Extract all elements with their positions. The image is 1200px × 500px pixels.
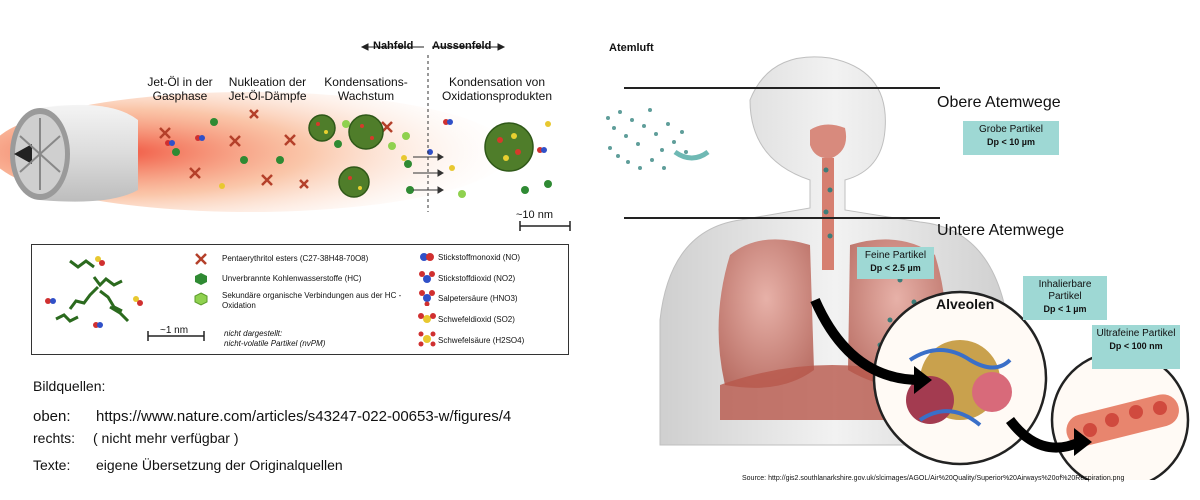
scale-bar-10nm	[519, 221, 571, 231]
feine-partikel-size: Dp < 2.5 µm	[870, 263, 921, 273]
hc-icon	[195, 273, 207, 285]
legend-no: Stickstoffmonoxid (NO)	[438, 253, 521, 262]
stage-label-nukleation: Nukleation der Jet-Öl-Dämpfe	[228, 75, 307, 103]
inhalierbare-partikel-box: Inhalierbare Partikel Dp < 1 µm	[1023, 276, 1107, 320]
soa-icon	[194, 292, 208, 306]
inhalierbare-partikel-size: Dp < 1 µm	[1043, 304, 1087, 314]
credits-oben-link[interactable]: https://www.nature.com/articles/s43247-0…	[96, 408, 512, 425]
untere-atemwege-label: Untere Atemwege	[937, 222, 1065, 239]
credits-texte-value: eigene Übersetzung der Originalquellen	[96, 457, 343, 473]
ultrafeine-partikel-box: Ultrafeine Partikel Dp < 100 nm	[1092, 325, 1180, 369]
trachea	[822, 158, 834, 270]
aussenfeld-label: Aussenfeld	[432, 40, 492, 52]
legend-so2: Schwefeldioxid (SO2)	[438, 315, 515, 324]
inhaled-particles	[606, 108, 688, 170]
molecule-particles	[159, 109, 552, 198]
particle-aggregates	[308, 114, 534, 198]
stage-label-gasphase: Jet-Öl in der Gasphase	[147, 75, 213, 103]
arrow-to-alveoli	[810, 297, 921, 385]
no2-icon	[419, 271, 435, 283]
legend-note-line2: nicht-volatile Partikel (nvPM)	[224, 339, 326, 348]
legend-box: ~1 nm nicht dargestellt: nicht-volatile …	[31, 244, 569, 355]
feine-partikel-label: Feine Partikel	[864, 250, 927, 261]
legend-ester: Pentaerythritol esters (C27-38H48-70O8)	[222, 254, 369, 263]
stage-label-wachstum: Kondensations-Wachstum	[324, 75, 408, 103]
credits-rechts-label: rechts:	[33, 430, 76, 446]
scale-bar-1nm	[147, 331, 205, 341]
nahfeld-label: Nahfeld	[373, 40, 414, 52]
left-lung	[718, 239, 814, 388]
scale-label-1nm: ~1 nm	[160, 325, 189, 336]
capillary-vessel	[1066, 394, 1179, 447]
h2so4-icon	[418, 331, 436, 347]
source-caption: Source: http://gis2.southlanarkshire.gov…	[742, 475, 1125, 482]
no-icon	[420, 253, 434, 261]
feine-partikel-box: Feine Partikel Dp < 2.5 µm	[857, 247, 934, 279]
legend-note-line1: nicht dargestellt:	[224, 329, 283, 338]
legend-no2: Stickstoffdioxid (NO2)	[438, 274, 516, 283]
process-arrows	[413, 153, 444, 194]
credits-texte-label: Texte:	[33, 457, 71, 473]
legend-hc: Unverbrannte Kohlenwasserstoffe (HC)	[222, 274, 362, 283]
airway-cavity	[810, 124, 847, 159]
grobe-partikel-size: Dp < 10 µm	[987, 137, 1035, 147]
engine-nacelle	[10, 104, 138, 202]
stage-label-oxidation: Kondensation von Oxidationsprodukten	[441, 75, 553, 103]
alveolen-label: Alveolen	[936, 296, 995, 312]
legend-h2so4: Schwefelsäure (H2SO4)	[438, 336, 525, 345]
arrow-to-capillary	[1006, 416, 1083, 453]
credits-rechts-value: ( nicht mehr verfügbar )	[93, 430, 239, 446]
obere-atemwege-label: Obere Atemwege	[937, 94, 1061, 111]
ultrafeine-partikel-label: Ultrafeine Partikel	[1096, 328, 1176, 339]
atemluft-label: Atemluft	[609, 42, 654, 54]
jet-plume-illustration	[0, 43, 571, 231]
ester-icon	[195, 253, 207, 265]
ultrafeine-partikel-size: Dp < 100 nm	[1109, 341, 1163, 351]
scale-label-10nm: ~10 nm	[516, 209, 553, 221]
legend-soa: Sekundäre organische Verbindungen aus de…	[222, 291, 402, 310]
alveoli-cluster	[906, 340, 1012, 427]
grobe-partikel-label: Grobe Partikel	[979, 124, 1043, 135]
legend-hno3: Salpetersäure (HNO3)	[438, 294, 518, 303]
field-arrows	[360, 43, 506, 51]
credits-title: Bildquellen:	[33, 378, 106, 394]
credits-oben-label: oben:	[33, 408, 71, 425]
grobe-partikel-box: Grobe Partikel Dp < 10 µm	[963, 121, 1059, 155]
so2-icon	[418, 313, 436, 323]
ester-molecule-icon	[45, 256, 143, 328]
inhalierbare-partikel-label: Inhalierbare Partikel	[1038, 279, 1092, 302]
inhale-arrow	[673, 149, 710, 161]
hno3-icon	[419, 290, 435, 306]
